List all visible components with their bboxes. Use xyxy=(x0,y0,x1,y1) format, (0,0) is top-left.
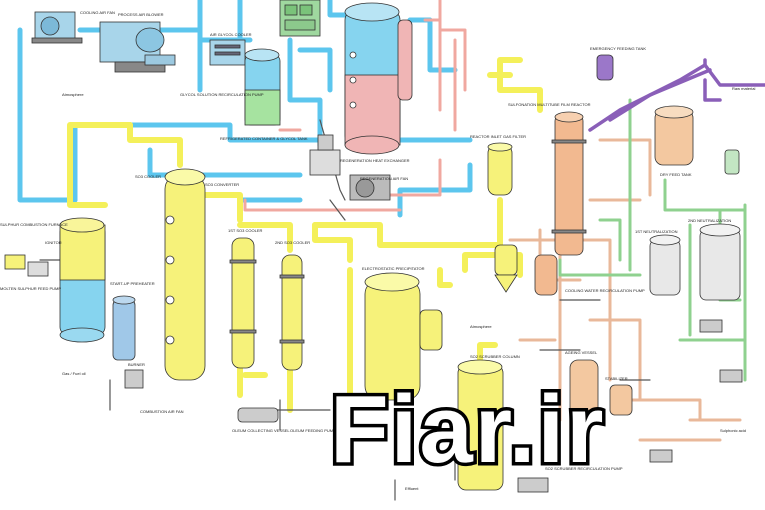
second-neutralizer xyxy=(699,223,741,301)
emergency-feeding-tank xyxy=(596,54,614,81)
regeneration-heat-exchanger xyxy=(309,134,341,176)
label-first-neutralization: 1ST NEUTRALIZATION xyxy=(635,229,678,234)
sulfonation-reactor xyxy=(551,111,587,256)
label-start-up-preheater: START-UP PREHEATER xyxy=(110,281,155,286)
oleum-collecting-vessel xyxy=(237,407,279,423)
stabilizer xyxy=(609,384,633,416)
label-gas-fuel: Gas / Fuel oil xyxy=(62,371,86,376)
label-oleum-feeding-pump: OLEUM FEEDING PUMP xyxy=(290,428,336,433)
regeneration-air-fan xyxy=(349,174,391,201)
label-second-so3-cooler: 2ND SO3 COOLER xyxy=(275,240,310,245)
cooling-air-fan xyxy=(31,11,83,44)
label-sulphur-furnace: SULPHUR COMBUSTION FURNACE xyxy=(0,222,68,227)
label-so2-scrubber: SO2 SCRUBBER COLUMN xyxy=(470,354,520,359)
electrostatic-precipitator xyxy=(364,272,443,401)
label-molten-sulphur-pump: MOLTEN SULPHUR FEED PUMP xyxy=(0,286,61,291)
label-process-air-blower: PROCESS AIR BLOWER xyxy=(118,12,164,17)
so3-converter xyxy=(164,168,206,381)
equipment xyxy=(4,0,743,493)
label-burner: BURNER xyxy=(128,362,145,367)
label-sulphonic-acid: Sulphonic acid xyxy=(720,428,746,433)
pipe-network xyxy=(17,0,765,501)
label-sulfonation-reactor: SULFONATION MULTITUBE FILM REACTOR xyxy=(508,102,591,107)
label-scrubber-pump: SO2 SCRUBBER RECIRCULATION PUMP xyxy=(545,466,623,471)
dry-feed-tank xyxy=(654,105,694,166)
label-electrostatic-precipitator: ELECTROSTATIC PRECIPITATOR xyxy=(362,266,425,271)
label-so3-cooler: SO3 COOLER xyxy=(135,174,161,179)
glycol-tank xyxy=(244,48,281,126)
feed-filter xyxy=(724,149,740,175)
label-first-so3-cooler: 1ST SO3 COOLER xyxy=(228,228,262,233)
label-cooling-air-fan: COOLING AIR FAN xyxy=(80,10,115,15)
label-dry-feed-tank: DRY FEED TANK xyxy=(660,172,692,177)
label-second-neutralization: 2ND NEUTRALIZATION xyxy=(688,218,731,223)
so2-scrubber-pump xyxy=(517,477,549,493)
label-atmosphere-mid: Atmosphere xyxy=(470,324,492,329)
watermark-text: Fiar.ir xyxy=(330,376,605,483)
label-ageing-vessel: AGEING VESSEL xyxy=(565,350,598,355)
so2-scrubber-column xyxy=(457,359,504,491)
refrigeration-unit xyxy=(279,0,321,37)
air-glycol-cooler xyxy=(209,39,246,66)
equipment-labels: COOLING AIR FAN PROCESS AIR BLOWER AIR G… xyxy=(0,10,755,491)
molten-sulphur-feed-pump xyxy=(4,254,49,277)
label-so3-converter: SO3 CONVERTER xyxy=(205,182,239,187)
steam-pipes xyxy=(508,138,742,442)
sulphur-combustion-furnace xyxy=(59,217,106,343)
start-up-preheater xyxy=(112,295,136,361)
oleum-absorber-tower xyxy=(344,2,413,155)
first-neutralizer xyxy=(649,234,681,296)
gas-liquid-separator xyxy=(534,254,558,296)
label-gas-filter: REACTOR INLET GAS FILTER xyxy=(470,134,526,139)
label-regeneration-air-fan: REGENERATION AIR FAN xyxy=(360,176,408,181)
label-cooling-water-pump: COOLING WATER RECIRCULATION PUMP xyxy=(565,288,645,293)
reactor-inlet-gas-filter xyxy=(487,142,513,196)
label-regeneration-heat-exchanger: REGENERATION HEAT EXCHANGER xyxy=(340,158,410,163)
nitrogen-pipes xyxy=(588,58,765,132)
process-air-blower xyxy=(99,21,176,73)
label-raw-material: Raw material xyxy=(732,86,755,91)
label-emergency-tank: EMERGENCY FEEDING TANK xyxy=(590,46,646,51)
label-oleum-collecting-vessel: OLEUM COLLECTING VESSEL xyxy=(232,428,290,433)
burner xyxy=(124,369,144,389)
label-glycol-pump: GLYCOL SOLUTION RECIRCULATION PUMP xyxy=(180,92,264,97)
label-effluent: Effluent xyxy=(405,486,419,491)
so3-cooler-2 xyxy=(279,254,305,371)
so3-cyclone xyxy=(494,244,518,293)
ageing-vessel xyxy=(569,359,599,421)
label-ignitor: IGNITOR xyxy=(45,240,62,245)
neutralization-pumps xyxy=(649,319,743,463)
label-air-glycol-cooler: AIR GLYCOL COOLER xyxy=(210,32,252,37)
so3-cooler-1 xyxy=(229,237,257,369)
label-atmosphere-left: Atmosphere xyxy=(62,92,84,97)
acid-pipes xyxy=(243,0,467,212)
label-refrigerated-container: REFRIGERATED CONTAINER & GLYCOL TANK xyxy=(220,136,308,141)
sulfur-gas-pipes xyxy=(67,57,543,463)
label-stabilizer: STABILIZER xyxy=(605,376,628,381)
label-combustion-air-fan: COMBUSTION AIR FAN xyxy=(140,409,184,414)
